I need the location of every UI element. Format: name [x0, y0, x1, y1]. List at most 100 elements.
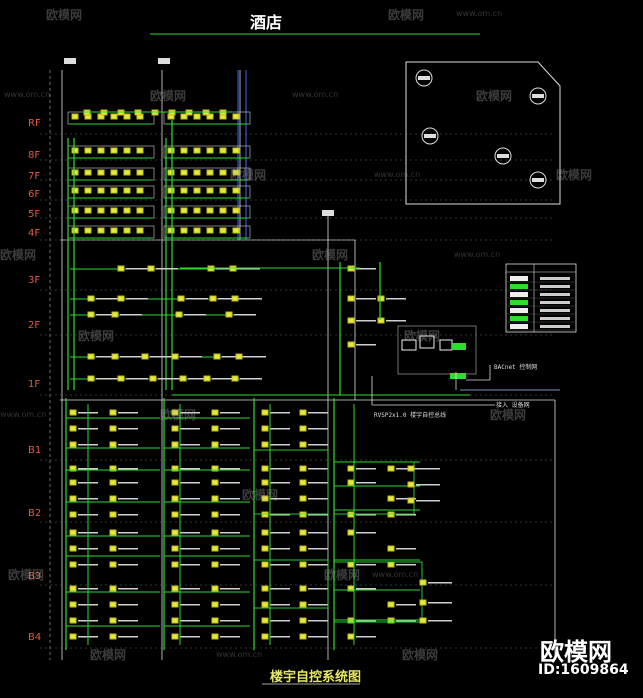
watermark: 欧模网	[312, 248, 349, 262]
legend-symbol	[510, 300, 528, 305]
device-label	[356, 344, 376, 346]
device-node	[261, 511, 269, 518]
device-node	[261, 585, 269, 592]
device-node	[179, 375, 187, 382]
device-node	[109, 633, 117, 640]
plan-marker-label	[424, 134, 436, 138]
device-node	[377, 317, 385, 324]
device-node	[261, 601, 269, 608]
device-node	[180, 187, 188, 194]
device-node	[84, 187, 92, 194]
device-label	[180, 548, 200, 550]
device-node	[111, 353, 119, 360]
device-node	[123, 113, 131, 120]
device-label	[180, 482, 200, 484]
device-node	[211, 441, 219, 448]
device-node	[347, 465, 355, 472]
device-node	[407, 481, 415, 488]
floor-label-7f: 7F	[28, 171, 41, 182]
device-label	[220, 564, 240, 566]
legend-text	[540, 293, 570, 296]
device-node	[123, 207, 131, 214]
device-node	[180, 147, 188, 154]
device-node	[109, 601, 117, 608]
device-label	[180, 498, 200, 500]
device-node	[109, 479, 117, 486]
device-label	[180, 356, 202, 358]
device-node	[347, 295, 355, 302]
device-node	[136, 169, 144, 176]
workstation-icon	[401, 339, 417, 351]
workstation-icon	[419, 335, 435, 349]
legend-symbol	[510, 308, 528, 313]
device-label	[244, 356, 266, 358]
device-label	[308, 564, 328, 566]
device-node	[213, 353, 221, 360]
device-node	[232, 147, 240, 154]
device-label	[212, 378, 234, 380]
watermark-url: www.om.cn	[456, 9, 503, 18]
device-label	[308, 588, 328, 590]
device-node	[69, 633, 77, 640]
device-label	[240, 298, 262, 300]
device-label	[96, 356, 118, 358]
device-node	[69, 511, 77, 518]
device-node	[219, 169, 227, 176]
device-node	[299, 495, 307, 502]
device-node	[109, 441, 117, 448]
device-node	[84, 169, 92, 176]
device-node	[117, 295, 125, 302]
device-label	[188, 378, 210, 380]
device-node	[347, 633, 355, 640]
device-node	[347, 479, 355, 486]
device-label	[356, 532, 376, 534]
watermark: 欧模网	[402, 648, 439, 662]
device-node	[299, 479, 307, 486]
device-label	[416, 484, 440, 486]
device-label	[180, 514, 200, 516]
device-node	[211, 601, 219, 608]
device-node	[387, 511, 395, 518]
device-label	[180, 468, 200, 470]
device-label	[180, 604, 200, 606]
device-node	[87, 311, 95, 318]
device-label	[240, 378, 262, 380]
device-node	[299, 441, 307, 448]
floor-label-b1: B1	[28, 445, 42, 456]
printer-icon	[439, 339, 453, 351]
device-node	[261, 529, 269, 536]
floor-label-b4: B4	[28, 632, 42, 643]
device-node	[109, 465, 117, 472]
device-node	[136, 187, 144, 194]
device-node	[347, 529, 355, 536]
device-node	[109, 529, 117, 536]
device-node	[171, 465, 179, 472]
device-node	[419, 579, 427, 586]
device-label	[308, 532, 328, 534]
legend-text	[540, 277, 570, 280]
device-label	[220, 588, 240, 590]
device-node	[193, 227, 201, 234]
device-node	[299, 633, 307, 640]
device-label	[156, 268, 178, 270]
device-node	[232, 187, 240, 194]
device-label	[180, 564, 200, 566]
device-node	[171, 441, 179, 448]
device-node	[211, 511, 219, 518]
device-node	[167, 207, 175, 214]
device-node	[111, 311, 119, 318]
device-label	[396, 604, 416, 606]
outside-note: 接入 设备网	[496, 402, 530, 409]
device-label	[180, 588, 200, 590]
device-node	[109, 511, 117, 518]
device-label	[220, 412, 240, 414]
device-node	[261, 441, 269, 448]
device-node	[171, 511, 179, 518]
device-node	[211, 495, 219, 502]
device-label	[126, 378, 148, 380]
device-node	[87, 353, 95, 360]
device-node	[299, 561, 307, 568]
diagram-caption: 楼宇自控系统图	[270, 670, 362, 685]
